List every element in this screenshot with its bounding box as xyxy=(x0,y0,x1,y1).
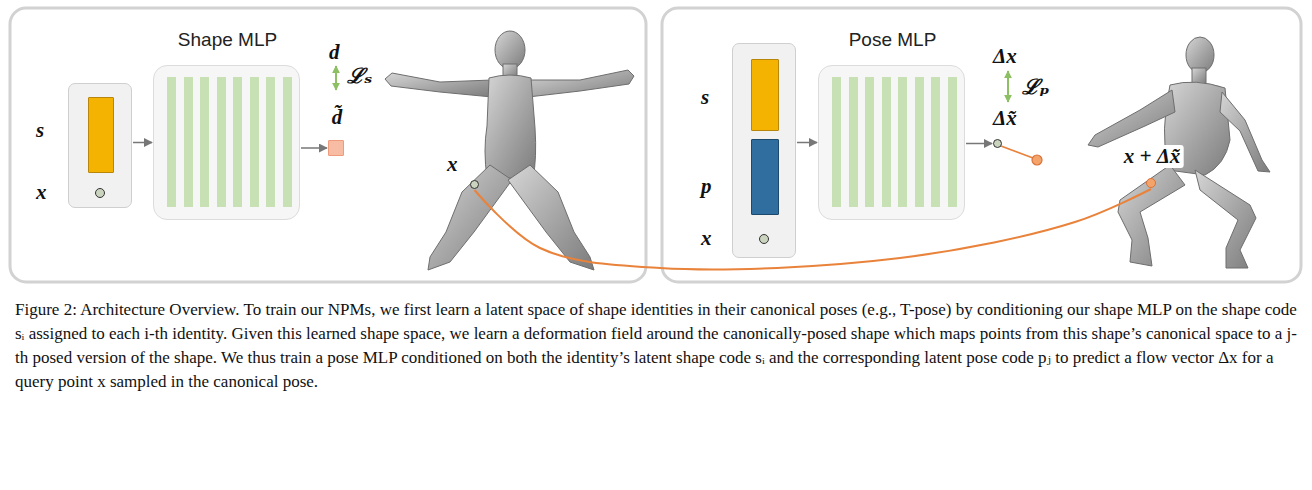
layer-stripe xyxy=(931,77,940,207)
layer-stripe xyxy=(865,77,874,207)
layer-stripe xyxy=(250,77,259,207)
input-box: sx xyxy=(68,83,132,208)
math-symbol: p xyxy=(701,176,712,197)
layer-stripe xyxy=(200,77,209,207)
shape-code-bar xyxy=(88,97,114,173)
layer-stripe xyxy=(233,77,242,207)
layer-stripe xyxy=(832,77,841,207)
module-title: Shape MLP xyxy=(178,30,277,49)
displaced-point xyxy=(1032,155,1042,165)
query-point xyxy=(759,234,769,244)
math-symbol: x xyxy=(701,228,712,249)
layer-stripe xyxy=(167,77,176,207)
query-point xyxy=(95,188,105,198)
connector-arrow xyxy=(301,147,327,149)
module-title: Pose MLP xyxy=(849,30,937,49)
panel-frame xyxy=(662,8,1301,282)
query-point: x xyxy=(470,180,479,189)
math-symbol: d xyxy=(329,42,340,63)
pose-code-bar xyxy=(751,139,779,215)
panel-frame xyxy=(10,8,646,282)
layer-stripe xyxy=(283,77,292,207)
mesh-head xyxy=(495,31,525,69)
connector-arrow xyxy=(966,143,992,145)
math-symbol: ℒₚ xyxy=(1022,77,1049,98)
math-symbol: d̃ xyxy=(332,107,343,128)
canonical-human-mesh xyxy=(385,31,634,270)
mlp-box: Shape MLP xyxy=(153,65,300,220)
posed-human-mesh xyxy=(1088,37,1270,268)
correspondence-curve xyxy=(475,189,1152,269)
mesh-neck xyxy=(1192,68,1206,84)
mesh-arm xyxy=(1088,90,1175,147)
layer-stripe xyxy=(882,77,891,207)
posed-point: x + Δx̃ xyxy=(1146,178,1156,188)
connector-arrow xyxy=(797,142,817,144)
mesh-leg xyxy=(508,165,594,270)
math-symbol: x xyxy=(36,182,47,203)
layer-stripe xyxy=(898,77,907,207)
layer-stripe xyxy=(915,77,924,207)
mesh-leg xyxy=(1118,165,1185,266)
layer-stripe xyxy=(948,77,957,207)
math-symbol: s xyxy=(701,87,709,108)
input-box: spx xyxy=(732,43,796,258)
layer-stripe xyxy=(184,77,193,207)
flow-output: Δx̃ xyxy=(993,139,1002,148)
layer-stripe xyxy=(217,77,226,207)
mesh-torso xyxy=(485,75,536,178)
layer-stripe xyxy=(266,77,275,207)
math-symbol: x xyxy=(444,153,461,176)
mlp-box: Pose MLP xyxy=(818,65,965,220)
math-symbol: Δx xyxy=(993,46,1017,67)
sdf-output: d̃ xyxy=(328,140,344,156)
figure-caption: Figure 2: Architecture Overview. To trai… xyxy=(15,298,1297,395)
loss-double-arrow xyxy=(335,66,337,90)
mesh-arm xyxy=(1220,92,1270,172)
math-symbol: s xyxy=(36,120,44,141)
mesh-arm xyxy=(385,73,492,97)
mesh-leg xyxy=(1195,170,1256,268)
layer-stripe xyxy=(849,77,858,207)
math-symbol: ℒₛ xyxy=(347,66,372,87)
mesh-arm xyxy=(528,70,634,97)
flow-vector xyxy=(1001,146,1033,158)
connector-arrow xyxy=(133,142,152,144)
math-symbol: Δx̃ xyxy=(993,108,1017,129)
math-symbol: x + Δx̃ xyxy=(1121,145,1184,168)
shape-code-bar xyxy=(751,59,779,131)
loss-double-arrow xyxy=(1007,71,1009,102)
